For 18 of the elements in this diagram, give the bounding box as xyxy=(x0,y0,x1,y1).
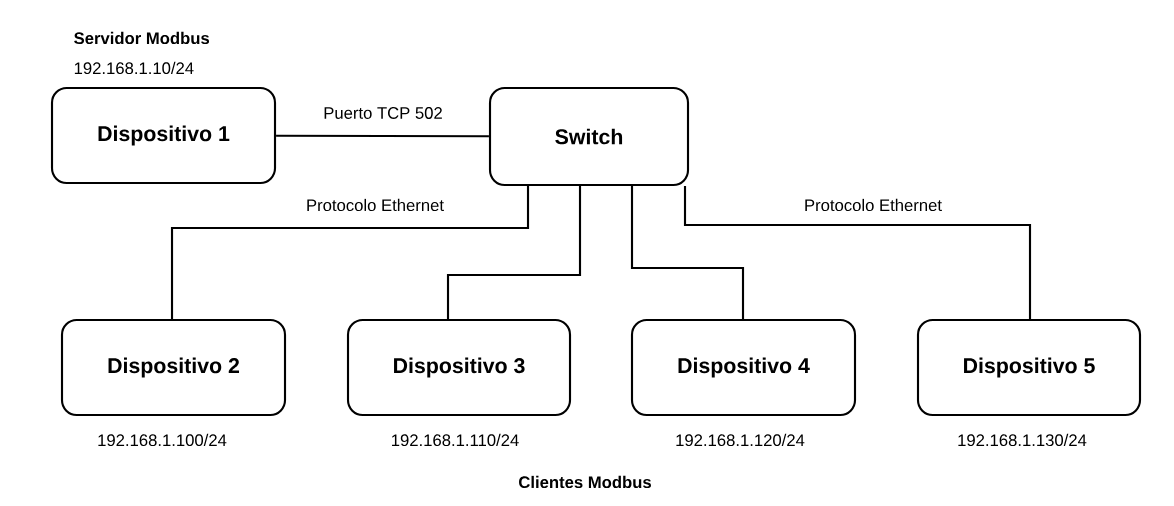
role-heading: Servidor Modbus xyxy=(74,31,210,45)
connection-line xyxy=(630,186,745,319)
device-box: Dispositivo 2 xyxy=(60,318,287,417)
ip-address: 192.168.1.110/24 xyxy=(392,433,519,447)
device-box: Switch xyxy=(488,86,690,187)
connection-line xyxy=(446,186,582,319)
connection-line xyxy=(276,134,489,138)
connection-line xyxy=(170,186,530,319)
ip-address: 192.168.1.10/24 xyxy=(74,61,194,75)
device-box: Dispositivo 1 xyxy=(50,86,277,185)
device-box: Dispositivo 4 xyxy=(630,318,857,417)
device-box: Dispositivo 5 xyxy=(916,318,1142,417)
group-label: Clientes Modbus xyxy=(519,475,651,489)
connection-line xyxy=(683,186,1032,319)
ip-address: 192.168.1.100/24 xyxy=(98,433,227,447)
ip-address: 192.168.1.120/24 xyxy=(676,433,805,447)
device-box: Dispositivo 3 xyxy=(346,318,572,417)
ip-address: 192.168.1.130/24 xyxy=(958,433,1087,447)
